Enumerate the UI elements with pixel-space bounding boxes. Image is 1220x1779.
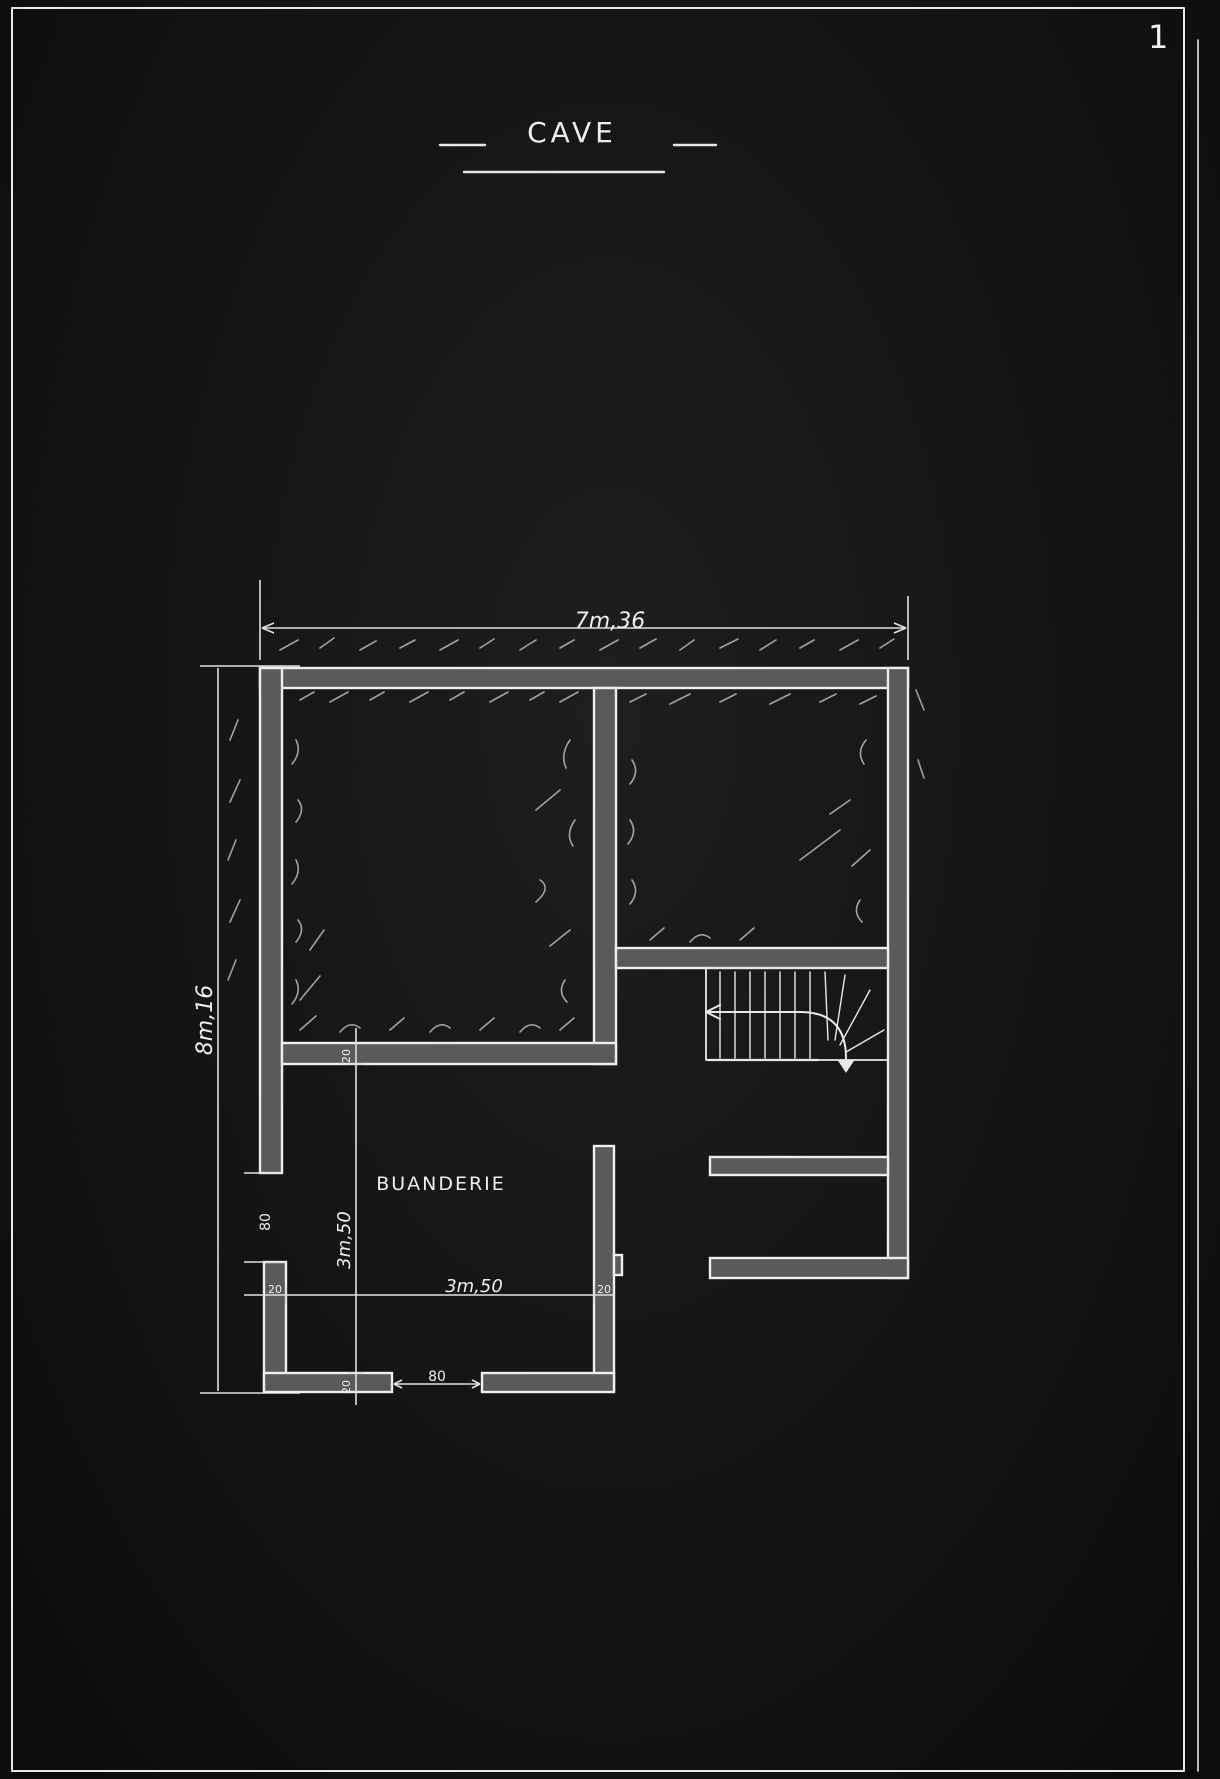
left-door-width-label: 80	[258, 1213, 274, 1231]
wall-thickness-label-left: 20	[268, 1283, 282, 1296]
exterior-hatching	[227, 637, 925, 981]
staircase	[705, 967, 889, 1073]
laundry-depth-label: 3m,50	[334, 1211, 355, 1269]
outer-border	[11, 7, 1185, 1772]
wall-laundry-bottom-left	[262, 1371, 394, 1394]
page-title: CAVE	[527, 116, 617, 149]
wall-left-upper	[258, 666, 284, 1175]
bottom-door-width-label: 80	[428, 1369, 446, 1385]
laundry-width-label: 3m,50	[445, 1276, 503, 1297]
room-label-laundry: BUANDERIE	[376, 1173, 506, 1195]
overall-width-dimension: 7m,36	[259, 580, 909, 660]
wall-laundry-bottom-right	[480, 1371, 616, 1394]
laundry-width-dimension: 3m,50 20 20	[244, 1276, 614, 1304]
laundry-depth-dimension: 3m,50 20 20	[334, 1028, 364, 1405]
wall-thickness-label-right: 20	[597, 1283, 611, 1296]
wall-laundry-left-lower	[262, 1260, 288, 1393]
wall-partition-upper	[708, 1155, 890, 1177]
wall-laundry-jamb	[612, 1253, 624, 1277]
wall-laundry-right	[592, 1144, 616, 1393]
sheet-number: 1	[1148, 18, 1168, 56]
bottom-door-dimension: 80	[393, 1369, 481, 1389]
wall-right	[886, 666, 910, 1280]
wall-thickness-label-top: 20	[340, 1049, 353, 1063]
wall-thickness-label-bottom: 20	[340, 1380, 353, 1394]
overall-height-label: 8m,16	[193, 985, 218, 1055]
left-cellar-hatching	[291, 691, 579, 1033]
wall-divider-vertical	[592, 686, 618, 1066]
wall-partition-lower	[708, 1256, 910, 1280]
left-door-dimension: 80	[244, 1172, 286, 1263]
wall-left-cellar-bottom	[280, 1041, 618, 1066]
wall-top	[258, 666, 910, 690]
wall-right-cellar-bottom	[614, 946, 890, 970]
walls	[258, 666, 910, 1394]
overall-width-label: 7m,36	[575, 609, 645, 634]
right-cellar-hatching	[627, 693, 877, 943]
